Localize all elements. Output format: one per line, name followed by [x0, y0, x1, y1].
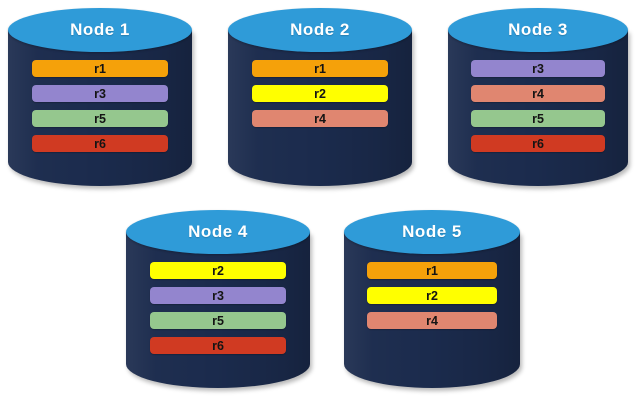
replica-list: r1 r2 r4	[228, 60, 412, 127]
replica-bar[interactable]: r4	[251, 110, 389, 127]
replica-bar[interactable]: r5	[149, 312, 287, 329]
node-title: Node 1	[70, 20, 130, 39]
node-title: Node 4	[188, 222, 248, 241]
replica-bar[interactable]: r2	[149, 262, 287, 279]
cylinder-top-ellipse	[8, 8, 192, 52]
replica-bar[interactable]: r5	[31, 110, 169, 127]
replica-bar[interactable]: r5	[471, 110, 605, 127]
node-1[interactable]: Node 1 r1 r3 r5 r6	[8, 8, 192, 186]
cylinder-top-ellipse	[448, 8, 628, 52]
replica-bar[interactable]: r1	[366, 262, 498, 279]
replica-bar[interactable]: r3	[471, 60, 605, 77]
replica-list: r2 r3 r5 r6	[126, 262, 310, 354]
replica-bar[interactable]: r6	[471, 135, 605, 152]
replica-bar[interactable]: r6	[149, 337, 287, 354]
replica-bar[interactable]: r1	[31, 60, 169, 77]
node-title: Node 5	[402, 222, 462, 241]
replica-bar[interactable]: r3	[149, 287, 287, 304]
replica-bar[interactable]: r2	[366, 287, 498, 304]
node-3[interactable]: Node 3 r3 r4 r5 r6	[448, 8, 628, 186]
replica-list: r3 r4 r5 r6	[448, 60, 628, 152]
replica-bar[interactable]: r6	[31, 135, 169, 152]
node-title: Node 3	[508, 20, 568, 39]
cylinder-top-ellipse	[344, 210, 520, 254]
node-4[interactable]: Node 4 r2 r3 r5 r6	[126, 210, 310, 388]
replica-bar[interactable]: r1	[251, 60, 389, 77]
cylinder-top-ellipse	[126, 210, 310, 254]
replica-bar[interactable]: r3	[31, 85, 169, 102]
replica-list: r1 r3 r5 r6	[8, 60, 192, 152]
node-5[interactable]: Node 5 r1 r2 r4	[344, 210, 520, 388]
cylinder-top-ellipse	[228, 8, 412, 52]
replica-bar[interactable]: r4	[366, 312, 498, 329]
node-2[interactable]: Node 2 r1 r2 r4	[228, 8, 412, 186]
node-title: Node 2	[290, 20, 350, 39]
replica-list: r1 r2 r4	[344, 262, 520, 329]
replica-bar[interactable]: r2	[251, 85, 389, 102]
replica-bar[interactable]: r4	[471, 85, 605, 102]
